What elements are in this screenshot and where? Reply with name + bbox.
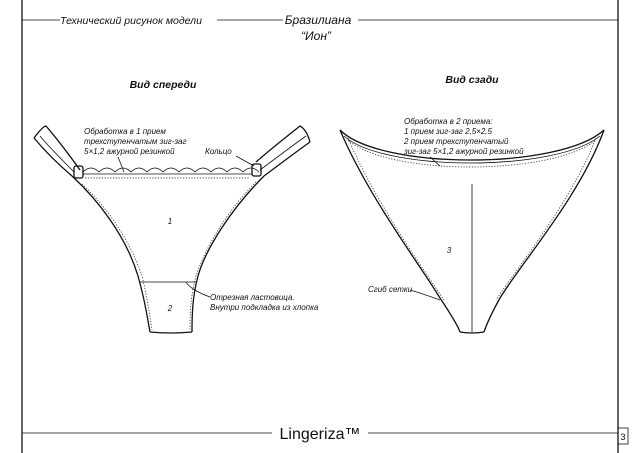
- front-finish-note-line2: трехступенчатым зиг-заг: [84, 137, 186, 146]
- header-left-caption: Технический рисунок модели: [60, 15, 202, 27]
- gusset-leader: [185, 281, 211, 298]
- mesh-fold-leader: [409, 289, 441, 301]
- mesh-fold-label: Сгиб сетки: [368, 285, 413, 294]
- gusset-note-line1: Отрезная ластовица.: [210, 293, 295, 302]
- front-finish-note-line3: 5×1,2 ажурной резинкой: [84, 147, 175, 156]
- back-finish-leader: [429, 156, 441, 167]
- back-view-title: Вид сзади: [445, 74, 499, 86]
- front-view-title: Вид спереди: [130, 79, 197, 91]
- ring-leader: [235, 155, 255, 167]
- model-name: “Ион”: [301, 29, 332, 43]
- gusset-part-number: 2: [167, 304, 173, 313]
- gusset-note-line2: Внутри подкладка из хлопка: [210, 303, 319, 312]
- ring-label: Кольцо: [205, 147, 232, 156]
- right-ring: [251, 163, 262, 177]
- brand-footer: Lingeriza™: [280, 426, 361, 443]
- back-view-garment: [339, 129, 605, 334]
- front-finish-note-line1: Обработка в 1 прием: [84, 127, 166, 136]
- model-type: Бразилиана: [285, 13, 352, 27]
- back-part-number: 3: [447, 246, 452, 255]
- front-view-garment: [33, 125, 311, 334]
- page-number: 3: [620, 432, 625, 442]
- back-finish-note-line3: 2 прием трехступенчатый: [403, 137, 509, 146]
- front-part-number: 1: [168, 217, 172, 226]
- back-finish-note-line4: зиг-заг 5×1,2 ажурной резинкой: [403, 147, 524, 156]
- finish-leader: [117, 156, 125, 173]
- back-finish-note-line2: 1 прием зиг-заг 2,5×2,5: [404, 127, 493, 136]
- page-frame: [21, 0, 629, 453]
- back-finish-note-line1: Обработка в 2 приема:: [404, 117, 493, 126]
